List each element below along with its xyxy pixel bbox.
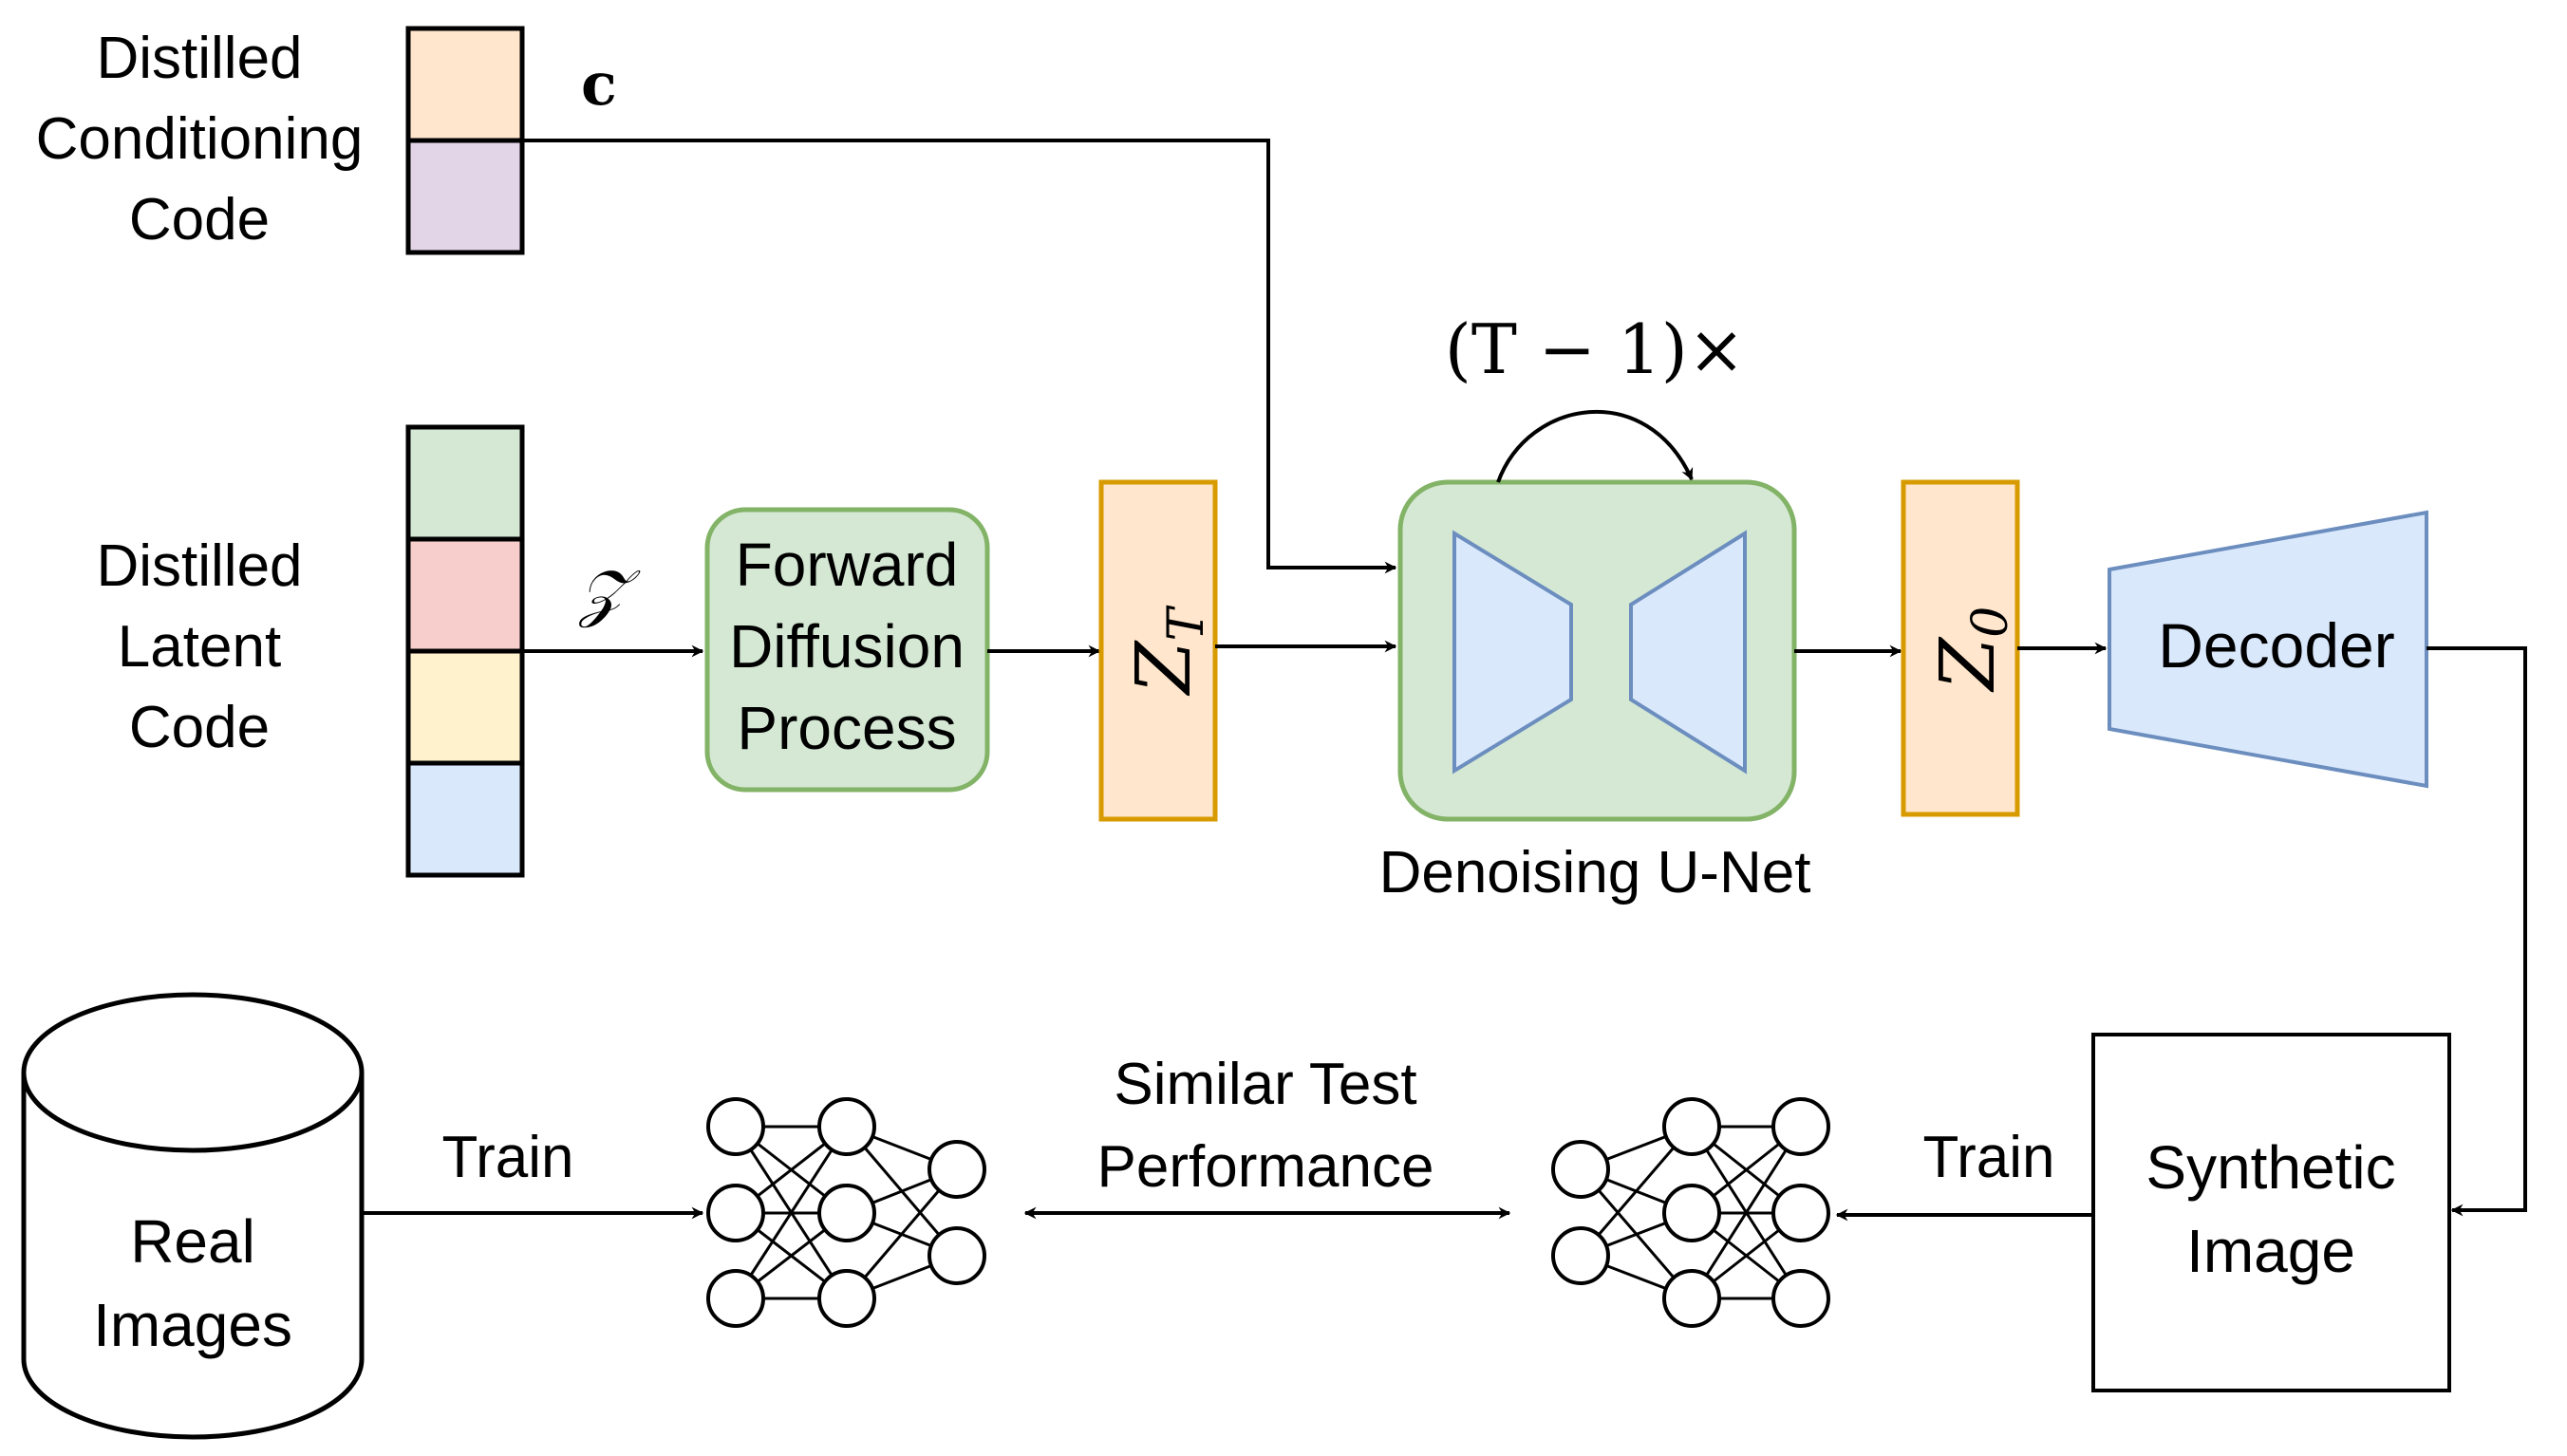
network-node (927, 1140, 986, 1199)
latent-cell (405, 424, 525, 542)
network-node (817, 1184, 876, 1242)
real-images-label-2: Images (93, 1291, 292, 1359)
network-node (927, 1226, 986, 1285)
latent-cell (405, 536, 525, 654)
synthetic-label-1: Synthetic (2145, 1133, 2395, 1202)
denoising-unet: Denoising U-Net (T − 1)× (1379, 309, 1811, 905)
conditioning-cell (405, 138, 525, 255)
edge-conditioning-to-unet (522, 139, 1397, 574)
conditioning-label-1: Distilled (96, 26, 302, 91)
unet-decoder-shape (1629, 530, 1747, 775)
network-node (817, 1097, 876, 1156)
latent-symbol: 𝒵 (577, 556, 641, 629)
network-node (817, 1269, 876, 1328)
network-node (1662, 1269, 1721, 1328)
z0-label: Z0 (1923, 607, 2019, 694)
conditioning-cell (405, 26, 525, 143)
network-node (706, 1097, 765, 1156)
real-images-database: Real Images (21, 992, 365, 1440)
forward-diffusion-label-1: Forward (736, 531, 959, 599)
edge-decoder-to-synthetic (2426, 646, 2527, 1217)
comparison-label-1: Similar Test (1114, 1052, 1416, 1117)
unet-loop-arrow (1496, 409, 1694, 483)
neural-network-synthetic (1551, 1097, 1830, 1328)
z0-block: Z0 (1901, 479, 2020, 817)
decoder-label: Decoder (2158, 610, 2394, 681)
real-images-label-1: Real (130, 1207, 255, 1276)
conditioning-label-3: Code (129, 187, 270, 252)
neural-network-real (706, 1097, 986, 1328)
decoder-shape (2108, 510, 2428, 789)
forward-diffusion-label-2: Diffusion (729, 612, 965, 681)
network-connection (1690, 1126, 1803, 1299)
network-node (706, 1269, 765, 1328)
zt-label: ZT (1119, 606, 1215, 698)
train-label-left: Train (442, 1125, 574, 1190)
latent-code: Distilled Latent Code 𝒵 (96, 424, 641, 878)
network-node (1662, 1097, 1721, 1156)
network-node (1771, 1097, 1830, 1156)
latent-cell (405, 648, 525, 766)
conditioning-code: Distilled Conditioning Code c (36, 26, 617, 255)
decoder: Decoder (2108, 510, 2428, 789)
network-node (1551, 1140, 1610, 1199)
synthetic-label-2: Image (2186, 1217, 2355, 1285)
synthetic-image: Synthetic Image (2091, 1033, 2451, 1392)
latent-cell (405, 760, 525, 878)
network-node (1551, 1226, 1610, 1285)
latent-label-2: Latent (118, 614, 281, 680)
zt-block: ZT (1098, 479, 1218, 822)
train-label-right: Train (1923, 1125, 2055, 1190)
network-node (1771, 1269, 1830, 1328)
network-node (1662, 1184, 1721, 1242)
unet-encoder-shape (1452, 530, 1573, 775)
zt-box (1098, 479, 1218, 822)
unet-loop-label: (T − 1)× (1445, 309, 1745, 389)
database-cylinder (21, 1073, 365, 1440)
network-node (1771, 1184, 1830, 1242)
network-connection (734, 1126, 849, 1299)
latent-label-1: Distilled (96, 533, 302, 599)
database-cylinder-top (21, 992, 365, 1153)
unet-label: Denoising U-Net (1379, 840, 1811, 905)
latent-label-3: Code (129, 695, 270, 760)
forward-diffusion-process: Forward Diffusion Process (704, 507, 990, 793)
comparison-label-2: Performance (1097, 1134, 1434, 1200)
conditioning-symbol: c (581, 49, 617, 119)
forward-diffusion-label-3: Process (737, 694, 956, 762)
network-node (706, 1184, 765, 1242)
conditioning-label-2: Conditioning (36, 106, 364, 172)
synthetic-image-box (2091, 1033, 2451, 1392)
